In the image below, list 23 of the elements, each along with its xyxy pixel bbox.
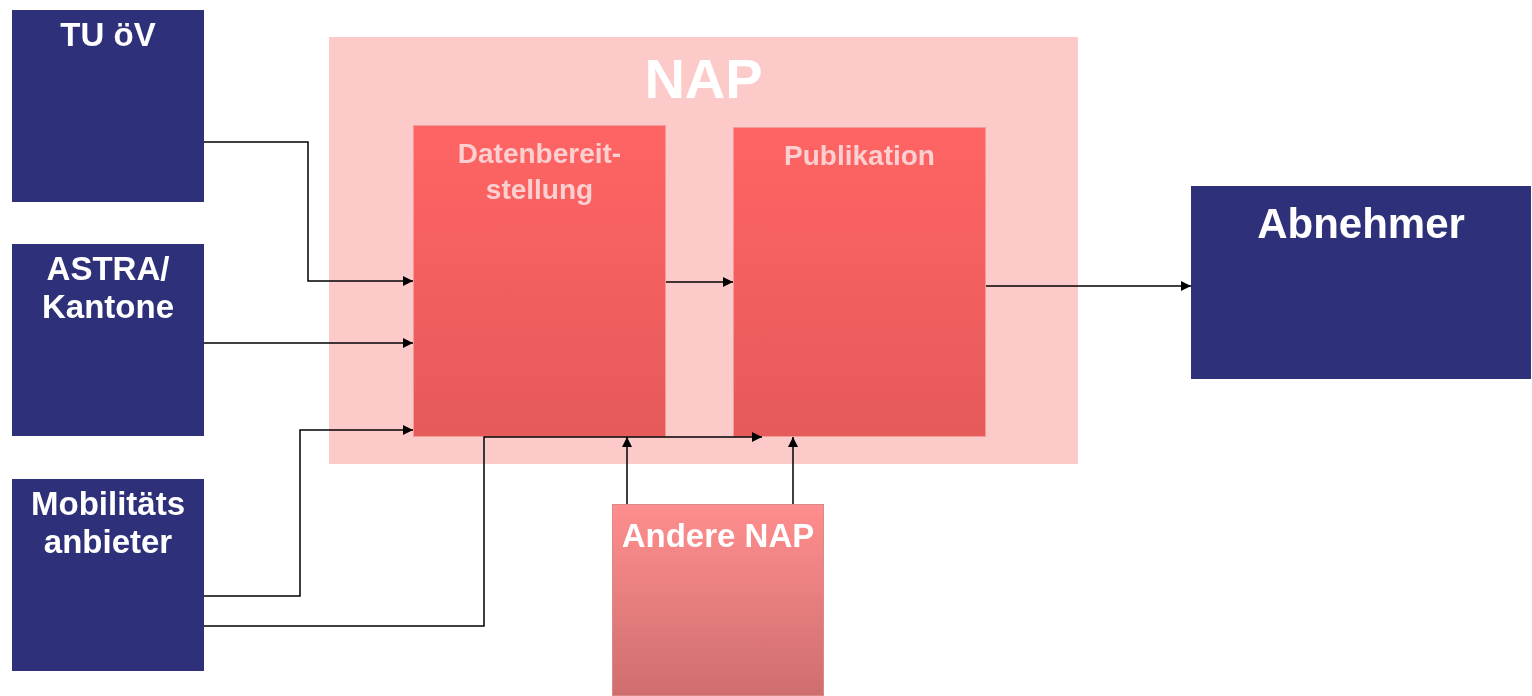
- box-label: TU öV: [59, 15, 157, 54]
- source-box: [12, 10, 204, 202]
- box-label: Datenbereit- stellung: [456, 137, 623, 207]
- consumer-box: [1191, 186, 1531, 379]
- source-box: [12, 244, 204, 436]
- box-label: ASTRA/ Kantone: [41, 249, 175, 326]
- source-box: [12, 479, 204, 671]
- arrow: [985, 281, 1192, 291]
- arrow: [622, 436, 632, 505]
- arrow: [203, 141, 414, 286]
- box-label: Publikation: [783, 139, 936, 173]
- group-panel: [329, 37, 1078, 464]
- arrow: [203, 432, 763, 627]
- box-label: Abnehmer: [1256, 199, 1466, 248]
- process-box: [733, 127, 986, 437]
- box-label: Mobilitäts anbieter: [30, 484, 186, 561]
- arrow: [665, 277, 734, 287]
- box-label: Andere NAP: [620, 516, 816, 555]
- process-box: [413, 125, 666, 437]
- process-box: [612, 504, 824, 696]
- arrow: [788, 436, 798, 505]
- arrow: [203, 338, 414, 348]
- arrow: [203, 425, 414, 597]
